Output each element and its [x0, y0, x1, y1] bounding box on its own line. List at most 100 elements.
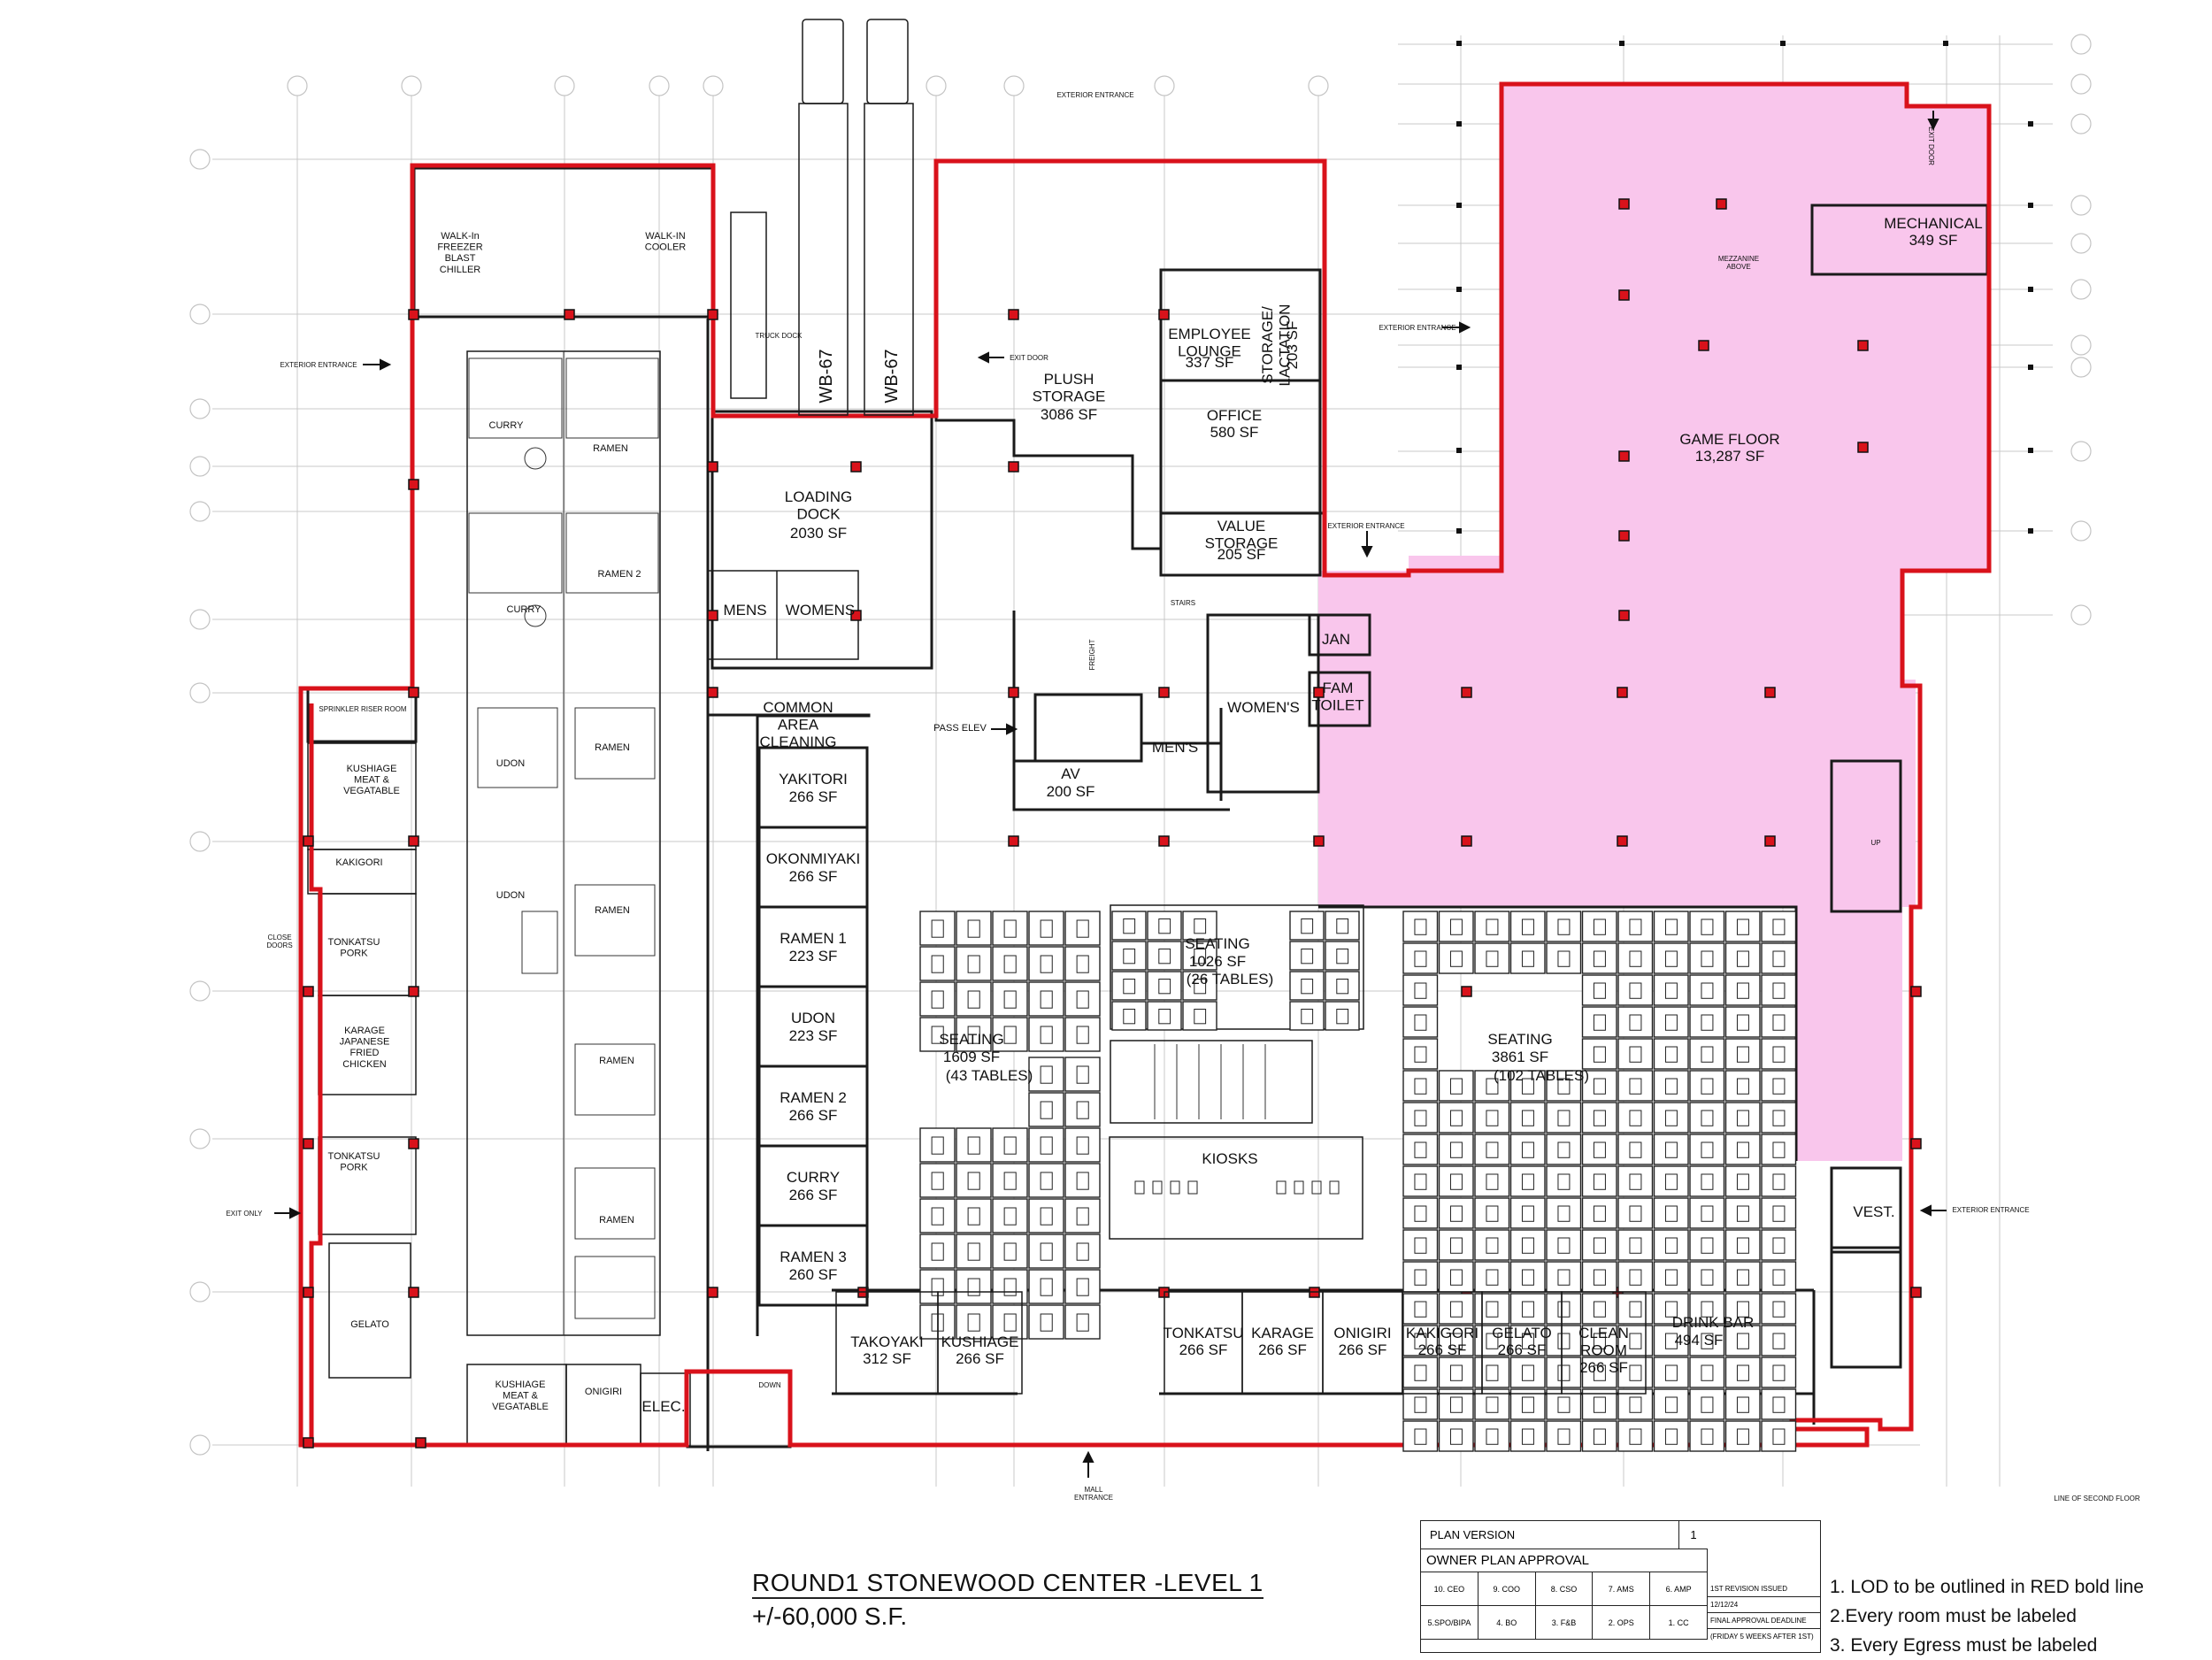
av-room-name: AV [1061, 765, 1080, 782]
table-cell [992, 946, 1028, 981]
table-icon [1414, 1333, 1427, 1349]
table-cell [1064, 1092, 1101, 1127]
revision-label: 1ST REVISION ISSUED [1708, 1581, 1820, 1597]
table-cell [1653, 974, 1689, 1006]
table-cell [1182, 1001, 1217, 1031]
table-icon [967, 1207, 980, 1226]
table-icon [1040, 1207, 1053, 1226]
table-icon [1772, 1428, 1786, 1445]
table-cell [1724, 1293, 1761, 1325]
food-stall-left-name: RAMEN 2 [780, 1089, 847, 1106]
food-stall-bottom-area: 266 SF [1579, 1359, 1628, 1376]
table-icon [1736, 1364, 1749, 1381]
table-icon [1664, 982, 1678, 999]
table-cell [1438, 1325, 1474, 1356]
table-icon [1486, 1110, 1499, 1126]
table-cell [1653, 1420, 1689, 1452]
table-cell [992, 1198, 1028, 1233]
seating-right-name: SEATING [1487, 1031, 1552, 1048]
table-icon [1336, 949, 1349, 964]
table-cell [1147, 971, 1182, 1001]
plush-storage-area: 3086 SF [1041, 406, 1097, 423]
table-icon [1736, 1205, 1749, 1222]
table-cell [1653, 911, 1689, 942]
table-icon [1486, 1141, 1499, 1158]
table-cell [1546, 942, 1582, 974]
table-cell [1474, 1356, 1510, 1388]
table-icon [1701, 1301, 1714, 1318]
lod-left-inner [309, 703, 323, 1442]
table-cell [1438, 1356, 1474, 1388]
table-cell [919, 1198, 956, 1233]
table-cell [1182, 971, 1217, 1001]
table-icon [1593, 1014, 1606, 1031]
food-stall-bottom-area: 266 SF [1498, 1341, 1547, 1358]
table-cell [1653, 1134, 1689, 1165]
table-cell [1617, 1006, 1654, 1038]
table-icon [1040, 1278, 1053, 1296]
table-icon [1593, 1141, 1606, 1158]
table-icon [1003, 1278, 1017, 1296]
table-cell [1028, 1304, 1064, 1340]
table-cell [1761, 1356, 1797, 1388]
kitchen-label-udon-2: UDON [496, 890, 525, 901]
table-icon [967, 1278, 980, 1296]
table-cell [1653, 1006, 1689, 1038]
food-stall-left-box [757, 985, 869, 1068]
table-cell [1546, 1325, 1582, 1356]
pass-elev-label: PASS ELEV [933, 723, 987, 734]
table-icon [1629, 1333, 1642, 1349]
table-icon [1664, 1237, 1678, 1254]
exterior-entrance-game: EXTERIOR ENTRANCE [1379, 324, 1455, 332]
table-cell [1617, 942, 1654, 974]
table-icon [1040, 1172, 1053, 1190]
table-icon [1701, 1078, 1714, 1095]
table-cell [1028, 911, 1064, 946]
table-icon [1449, 1078, 1463, 1095]
kiosk-stations [1134, 1180, 1340, 1195]
food-stall-left-area: 266 SF [789, 788, 838, 805]
table-icon [1486, 1396, 1499, 1413]
table-icon [1664, 1396, 1678, 1413]
table-cell [1509, 1165, 1546, 1197]
table-cell [1617, 1102, 1654, 1134]
table-icon [1629, 982, 1642, 999]
table-cell [956, 911, 992, 946]
table-cell [1724, 1165, 1761, 1197]
table-cell [1581, 1038, 1617, 1070]
table-cell [1581, 974, 1617, 1006]
seating-left-area: 1609 SF [943, 1049, 1000, 1065]
table-icon [1003, 1136, 1017, 1155]
exterior-entrance-top: EXTERIOR ENTRANCE [1056, 91, 1133, 99]
table-icon [1449, 1173, 1463, 1190]
table-icon [1593, 1428, 1606, 1445]
table-cell [1028, 1269, 1064, 1304]
table-cell [919, 981, 956, 1017]
table-cell [1761, 1229, 1797, 1261]
table-icon [1076, 919, 1089, 938]
table-icon [1040, 1136, 1053, 1155]
table-icon [931, 1207, 944, 1226]
table-icon [1076, 1101, 1089, 1119]
table-cell [1402, 1038, 1439, 1070]
table-icon [967, 1136, 980, 1155]
table-cell [1617, 1038, 1654, 1070]
kitchen-label-ramen-5: RAMEN [599, 1056, 634, 1066]
kiosks-label: KIOSKS [1202, 1150, 1257, 1167]
table-icon [1772, 1014, 1786, 1031]
table-cell [1509, 1070, 1546, 1102]
table-icon [1414, 1173, 1427, 1190]
table-icon [967, 1242, 980, 1261]
table-icon [1449, 1110, 1463, 1126]
table-icon [1301, 979, 1314, 995]
table-icon [1593, 1110, 1606, 1126]
table-icon [1664, 1046, 1678, 1063]
title-block: ROUND1 STONEWOOD CENTER -LEVEL 1 +/-60,0… [752, 1569, 1318, 1631]
table-cell [1509, 1356, 1546, 1388]
food-stall-bottom-name: TAKOYAKI [850, 1333, 924, 1350]
